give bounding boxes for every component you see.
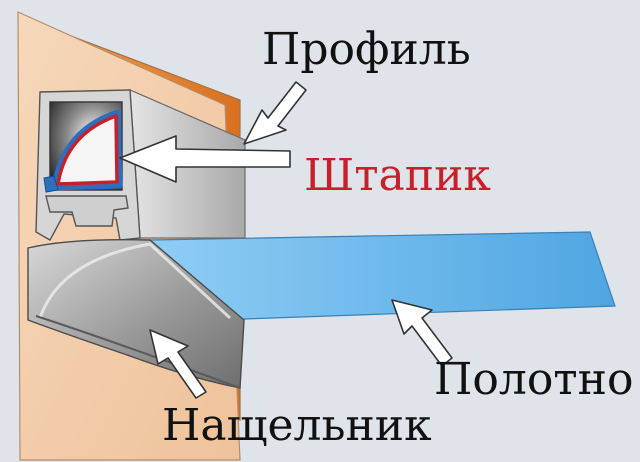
arrow-profile	[243, 81, 307, 145]
arrow-bead	[119, 135, 291, 183]
bead-core	[56, 114, 119, 186]
trim-inner-curve	[38, 242, 232, 320]
profile-clip-teeth	[45, 195, 129, 227]
bead-insert	[43, 109, 123, 193]
bead-tab	[43, 175, 59, 193]
arrows	[119, 81, 453, 399]
arrow-trim	[149, 329, 207, 399]
arrow-canvas	[391, 299, 453, 367]
label-canvas: Полотно	[434, 354, 633, 405]
label-bead: Штапик	[304, 150, 491, 201]
trim-body	[27, 238, 245, 389]
label-profile: Профиль	[262, 24, 471, 75]
label-trim: Нащельник	[162, 400, 432, 451]
ceiling-trim	[27, 238, 245, 389]
trim-edge	[35, 315, 241, 389]
